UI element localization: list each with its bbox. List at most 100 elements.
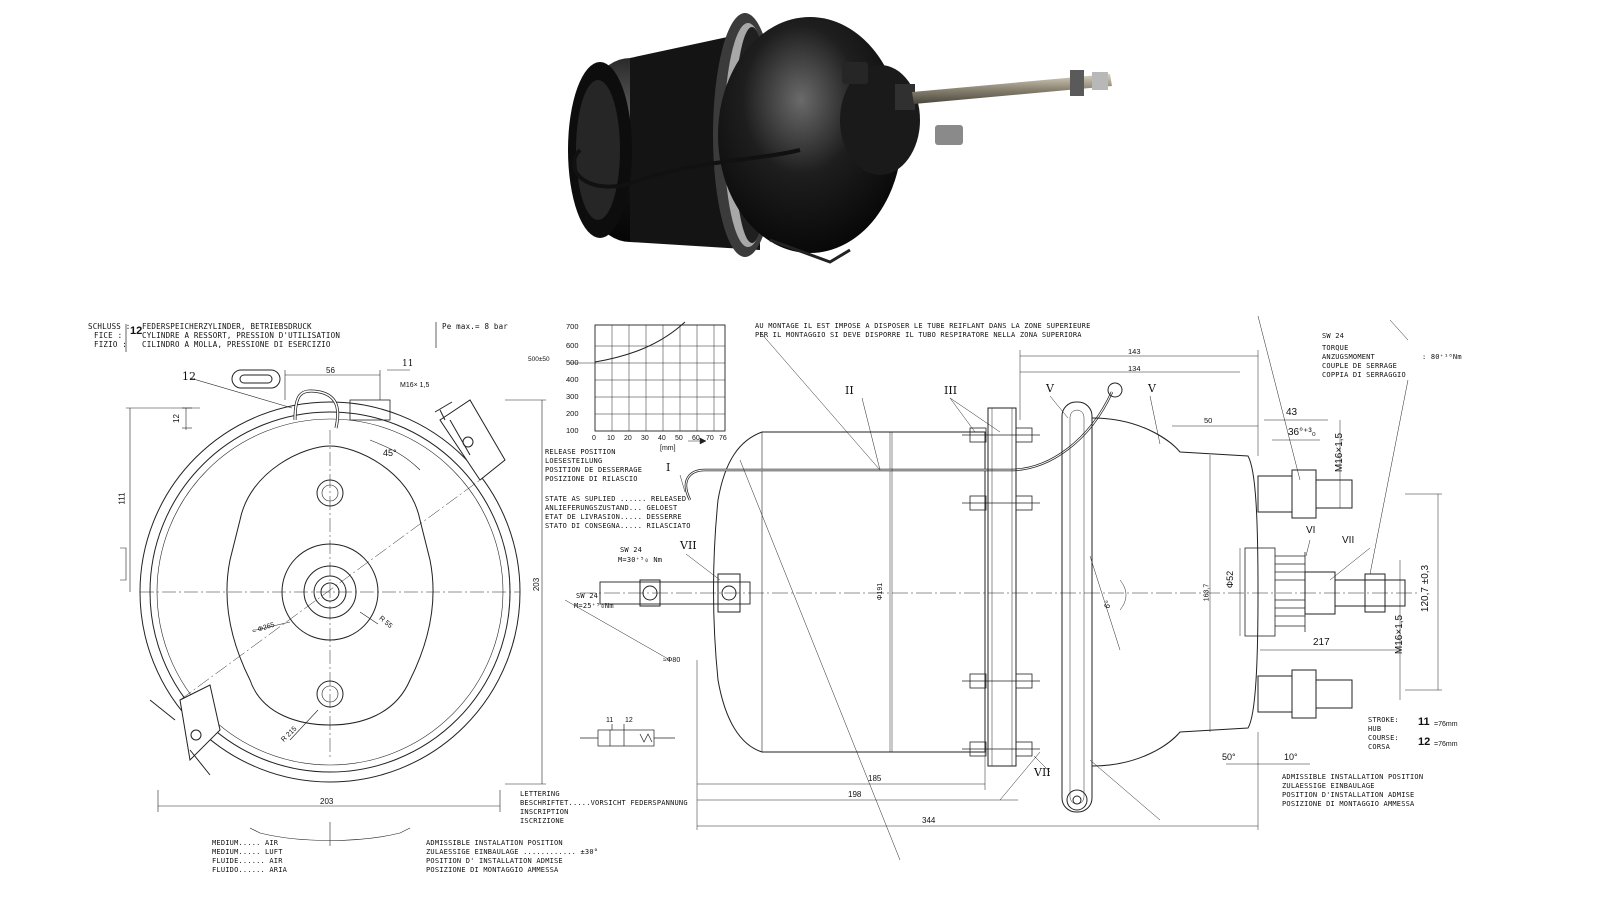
header-prefix-fr: FICE : bbox=[94, 331, 123, 340]
dim-diameter-52: Φ52 bbox=[1225, 570, 1236, 589]
label-11: 11 bbox=[402, 359, 414, 369]
dim-43: 43 bbox=[1286, 407, 1298, 418]
install-position-de: ZULAESSIGE EINBAULAGE ............ ±30° bbox=[426, 848, 599, 856]
release-position-fr: POSITION DE DESSERRAGE bbox=[545, 466, 643, 474]
sw24-lower-torque: M=25⁺⁵₀Nm bbox=[574, 602, 614, 610]
dim-50: 50 bbox=[1204, 416, 1213, 425]
stroke-value-11: =76mm bbox=[1434, 721, 1458, 728]
x-tick-label: 60 bbox=[692, 435, 700, 442]
dim-163-7: 163,7 bbox=[1203, 583, 1211, 602]
stroke-en: STROKE: bbox=[1368, 716, 1399, 724]
header-prefix-de: SCHLUSS : bbox=[88, 322, 131, 331]
install-position-fr: POSITION D' INSTALLATION ADMISE bbox=[426, 857, 563, 865]
medium-en: MEDIUM..... AIR bbox=[212, 839, 279, 847]
pressure-stroke-chart bbox=[570, 321, 726, 445]
x-unit-label: [mm] bbox=[660, 445, 676, 452]
x-tick-label: 30 bbox=[641, 435, 649, 442]
dim-diameter-191: Φ191 bbox=[877, 582, 885, 601]
medium-it: FLUIDO...... ARIA bbox=[212, 866, 288, 874]
x-tick-label: 40 bbox=[658, 435, 666, 442]
torque-it: COPPIA DI SERRAGGIO bbox=[1322, 371, 1406, 379]
release-position-en: RELEASE POSITION bbox=[545, 448, 616, 456]
dim-12: 12 bbox=[171, 414, 181, 423]
dim-344: 344 bbox=[922, 816, 936, 825]
torque-en: TORQUE bbox=[1322, 344, 1349, 352]
install-position-2-fr: POSITION D'INSTALLATION ADMISE bbox=[1282, 791, 1415, 799]
roman-label-iii: III bbox=[944, 384, 958, 397]
header-prefix-it: FIZIO : bbox=[94, 340, 128, 349]
thread-m16-bottom: M16×1,5 bbox=[1394, 614, 1406, 655]
roman-label-ii: II bbox=[845, 384, 854, 397]
dim-143: 143 bbox=[1128, 347, 1141, 356]
install-position-it: POSIZIONE DI MONTAGGIO AMMESSA bbox=[426, 866, 559, 874]
state-supplied-fr: ETAT DE LIVRASION..... DESSERRE bbox=[545, 513, 682, 521]
front-view bbox=[120, 369, 546, 846]
header-code: 12 bbox=[130, 325, 143, 337]
x-tick-label: 20 bbox=[624, 435, 632, 442]
dim-203-horizontal: 203 bbox=[320, 797, 334, 806]
y-tick-label: 500 bbox=[566, 358, 579, 367]
y-tick-label: 600 bbox=[566, 341, 579, 350]
roman-label-vi: VI bbox=[1306, 525, 1316, 536]
stroke-code-12: 12 bbox=[1418, 736, 1431, 748]
dim-56: 56 bbox=[326, 366, 335, 375]
torque-value: : 80⁺¹⁰Nm bbox=[1422, 353, 1462, 361]
install-position-2-de: ZULAESSIGE EINBAULAGE bbox=[1282, 782, 1375, 790]
roman-label-v: V bbox=[1046, 382, 1054, 395]
dim-50deg: 50° bbox=[1222, 752, 1236, 762]
torque-sw: SW 24 bbox=[1322, 332, 1345, 340]
header-line-fr: CYLINDRE A RESSORT, PRESSION D'UTILISATI… bbox=[142, 331, 341, 340]
lettering-de: BESCHRIFTET.....VORSICHT FEDERSPANNUNG bbox=[520, 799, 688, 807]
lettering-it: ISCRIZIONE bbox=[520, 817, 565, 825]
roman-label-vii-bottom: VII bbox=[1034, 766, 1051, 779]
dim-120-7: 120,7 ±0,3 bbox=[1420, 564, 1432, 613]
sw24-upper: SW 24 bbox=[620, 546, 643, 554]
brake-chamber-photo bbox=[568, 13, 1112, 264]
symbol-label-12: 12 bbox=[625, 717, 633, 724]
release-position-it: POSIZIONE DI RILASCIO bbox=[545, 475, 638, 483]
stroke-value-12: =76mm bbox=[1434, 741, 1458, 748]
x-tick-label: 70 bbox=[706, 435, 714, 442]
sw24-upper-torque: M=30⁺⁵₀ Nm bbox=[618, 556, 663, 564]
dim-diameter-80: ≈Φ80 bbox=[663, 657, 681, 664]
y-tick-label: 300 bbox=[566, 392, 579, 401]
medium-de: MEDIUM..... LUFT bbox=[212, 848, 283, 856]
release-position-de: LOESESTEILUNG bbox=[545, 457, 603, 465]
install-position-2-it: POSIZIONE DI MONTAGGIO AMMESSA bbox=[1282, 800, 1415, 808]
stroke-de: HUB bbox=[1368, 725, 1382, 733]
y-tick-label: 200 bbox=[566, 409, 579, 418]
stroke-code-11: 11 bbox=[1418, 716, 1430, 728]
install-position-en: ADMISSIBLE INSTALATION POSITION bbox=[426, 839, 563, 847]
header-line-de: FEDERSPEICHERZYLINDER, BETRIEBSDRUCK bbox=[142, 322, 312, 331]
thread-m16-top: M16×1,5 bbox=[1334, 432, 1346, 473]
dim-185: 185 bbox=[868, 774, 882, 783]
dim-203-vertical: 203 bbox=[532, 577, 542, 592]
x-tick-label: 0 bbox=[592, 435, 596, 442]
stroke-it: CORSA bbox=[1368, 743, 1391, 751]
torque-fr: COUPLE DE SERRAGE bbox=[1322, 362, 1398, 370]
montage-note-it: PER IL MONTAGGIO SI DEVE DISPORRE IL TUB… bbox=[755, 331, 1082, 339]
dim-198: 198 bbox=[848, 790, 862, 799]
dim-10deg: 10° bbox=[1284, 752, 1298, 762]
sw24-lower: SW 24 bbox=[576, 592, 599, 600]
state-supplied-en: STATE AS SUPLIED ...... RELEASED bbox=[545, 495, 687, 503]
max-pressure: Pe max.= 8 bar bbox=[442, 322, 509, 331]
roman-label-i: I bbox=[666, 461, 671, 474]
state-supplied-de: ANLIEFERUNGSZUSTAND... GELOEST bbox=[545, 504, 678, 512]
state-supplied-it: STATO DI CONSEGNA..... RILASCIATO bbox=[545, 522, 691, 530]
stroke-fr: COURSE: bbox=[1368, 734, 1399, 742]
montage-note-fr: AU MONTAGE IL EST IMPOSE A DISPOSER LE T… bbox=[755, 322, 1091, 330]
roman-label-vii-right: VII bbox=[1342, 535, 1355, 546]
y-tick-label: 700 bbox=[566, 322, 579, 331]
x-tick-label: 10 bbox=[607, 435, 615, 442]
torque-de: ANZUGSMOMENT bbox=[1322, 353, 1375, 361]
lettering-en: LETTERING bbox=[520, 790, 560, 798]
lettering-fr: INSCRIPTION bbox=[520, 808, 569, 816]
label-12: 12 bbox=[182, 370, 196, 383]
x-tick-label: 50 bbox=[675, 435, 683, 442]
y-tick-label: 400 bbox=[566, 375, 579, 384]
symbol-label-11: 11 bbox=[606, 717, 614, 724]
roman-label-v: V bbox=[1148, 382, 1156, 395]
side-view bbox=[564, 315, 1442, 861]
